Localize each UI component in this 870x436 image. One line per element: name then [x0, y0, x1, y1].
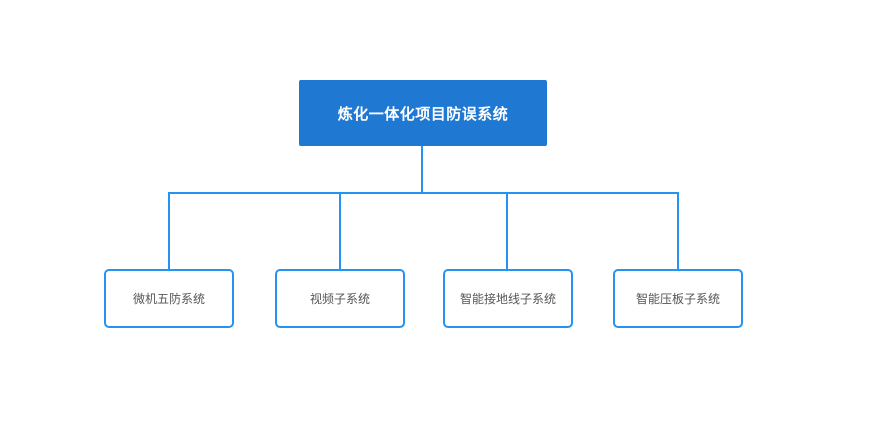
connector-child-4-drop [677, 192, 679, 269]
connector-child-2-drop [339, 192, 341, 269]
child-node-wjwf[interactable]: 微机五防系统 [104, 269, 234, 328]
root-node[interactable]: 炼化一体化项目防误系统 [299, 80, 547, 146]
root-node-label: 炼化一体化项目防误系统 [337, 105, 509, 123]
child-node-label: 智能接地线子系统 [459, 292, 556, 306]
child-node-video[interactable]: 视频子系统 [275, 269, 405, 328]
child-node-label: 智能压板子系统 [635, 292, 720, 306]
child-node-grounding[interactable]: 智能接地线子系统 [443, 269, 573, 328]
connector-horizontal [168, 192, 679, 194]
connector-root-stem [421, 146, 423, 193]
connector-child-1-drop [168, 192, 170, 269]
connector-child-3-drop [506, 192, 508, 269]
child-node-pressure-plate[interactable]: 智能压板子系统 [613, 269, 743, 328]
child-node-label: 视频子系统 [309, 292, 370, 306]
child-node-label: 微机五防系统 [132, 292, 205, 306]
